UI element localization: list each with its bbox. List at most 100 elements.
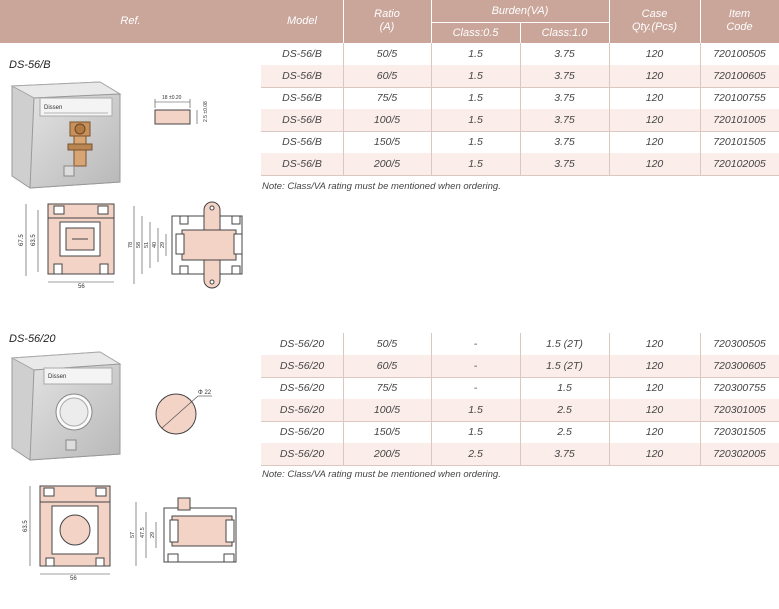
cell-ratio: 75/5 [376, 382, 398, 394]
header-divider [431, 0, 432, 43]
column-divider [520, 399, 521, 421]
column-divider [343, 65, 344, 87]
product-photo-ds5620: Dissen [10, 351, 122, 461]
column-divider [343, 87, 344, 109]
column-divider [520, 87, 521, 109]
column-divider [700, 43, 701, 65]
section2-label: DS-56/20 [9, 333, 56, 345]
dim-side-e: 29 [160, 242, 166, 248]
cell-qty: 120 [645, 448, 664, 460]
cell-model: DS-56/20 [279, 382, 325, 394]
table-header: Ref. Model Ratio (A) Burden(VA) Class:0.… [0, 0, 779, 43]
cell-c05: 1.5 [468, 92, 483, 104]
column-divider [431, 131, 432, 153]
dim-hole-diameter: Φ 22 [198, 390, 212, 396]
cell-ratio: 50/5 [376, 48, 398, 60]
cell-ratio: 100/5 [373, 404, 401, 416]
cell-code: 720300505 [713, 338, 766, 350]
cell-c05: - [473, 360, 478, 372]
column-divider [520, 109, 521, 131]
cell-c05: 1.5 [468, 70, 483, 82]
header-model: Model [287, 15, 317, 27]
cell-model: DS-56/B [282, 48, 322, 60]
column-divider [343, 43, 344, 65]
cell-c05: 2.5 [468, 448, 483, 460]
cell-c05: - [473, 382, 478, 394]
header-case-label: Case [641, 8, 668, 20]
dim-side2-b: 47.5 [140, 527, 146, 538]
cell-ratio: 150/5 [373, 136, 401, 148]
column-divider [520, 131, 521, 153]
busbar-dimension-drawing: 18 ±0.20 2.5 ±0.08 [154, 95, 209, 125]
cell-model: DS-56/B [282, 114, 322, 126]
column-divider [609, 443, 610, 465]
header-class05: Class:0.5 [452, 27, 499, 39]
cell-model: DS-56/20 [279, 404, 325, 416]
column-divider [609, 377, 610, 399]
column-divider [700, 65, 701, 87]
column-divider [343, 377, 344, 399]
cell-qty: 120 [645, 360, 664, 372]
cell-ratio: 50/5 [376, 338, 398, 350]
dim-side-d: 40 [152, 242, 158, 248]
dim-front-height: 63.5 [23, 520, 29, 532]
column-divider [431, 355, 432, 377]
column-divider [520, 355, 521, 377]
cell-code: 720302005 [713, 448, 766, 460]
cell-qty: 120 [645, 48, 664, 60]
cell-c10: 3.75 [554, 158, 575, 170]
dim-front-height-inner: 63.5 [31, 234, 37, 246]
dim-side2-c: 29 [150, 532, 156, 538]
column-divider [700, 131, 701, 153]
column-divider [343, 333, 344, 355]
cell-ratio: 200/5 [373, 158, 401, 170]
cell-model: DS-56/B [282, 92, 322, 104]
column-divider [609, 43, 610, 65]
header-divider [520, 22, 521, 43]
cell-model: DS-56/20 [279, 426, 325, 438]
dim-side-b: 58 [136, 242, 142, 248]
section1-note: Note: Class/VA rating must be mentioned … [262, 181, 501, 192]
cell-c05: 1.5 [468, 426, 483, 438]
dim-front-width-2: 56 [70, 576, 77, 582]
column-divider [343, 421, 344, 443]
dim-side-c: 51 [144, 242, 150, 248]
header-case-qty: Qty.(Pcs) [631, 21, 677, 33]
cell-c05: - [473, 338, 478, 350]
cell-model: DS-56/B [282, 136, 322, 148]
column-divider [520, 65, 521, 87]
cell-c05: 1.5 [468, 114, 483, 126]
column-divider [343, 109, 344, 131]
cell-qty: 120 [645, 158, 664, 170]
section1-label: DS-56/B [9, 59, 51, 71]
column-divider [700, 377, 701, 399]
column-divider [609, 109, 610, 131]
header-ratio-label: Ratio [374, 8, 400, 20]
header-divider [609, 0, 610, 43]
cell-code: 720300605 [713, 360, 766, 372]
column-divider [431, 87, 432, 109]
cell-ratio: 75/5 [376, 92, 398, 104]
column-divider [343, 443, 344, 465]
column-divider [343, 131, 344, 153]
cell-qty: 120 [645, 92, 664, 104]
column-divider [343, 355, 344, 377]
cell-ratio: 150/5 [373, 426, 401, 438]
dim-bus-width: 18 ±0.20 [162, 95, 182, 101]
cell-code: 720300755 [713, 382, 766, 394]
cell-ratio: 60/5 [376, 70, 398, 82]
cell-model: DS-56/B [282, 70, 322, 82]
column-divider [431, 377, 432, 399]
cell-c10: 3.75 [554, 448, 575, 460]
header-item: Item Code [700, 8, 779, 34]
column-divider [700, 333, 701, 355]
column-divider [609, 131, 610, 153]
cell-ratio: 200/5 [373, 448, 401, 460]
cell-code: 720301005 [713, 404, 766, 416]
column-divider [431, 333, 432, 355]
cell-c05: 1.5 [468, 136, 483, 148]
